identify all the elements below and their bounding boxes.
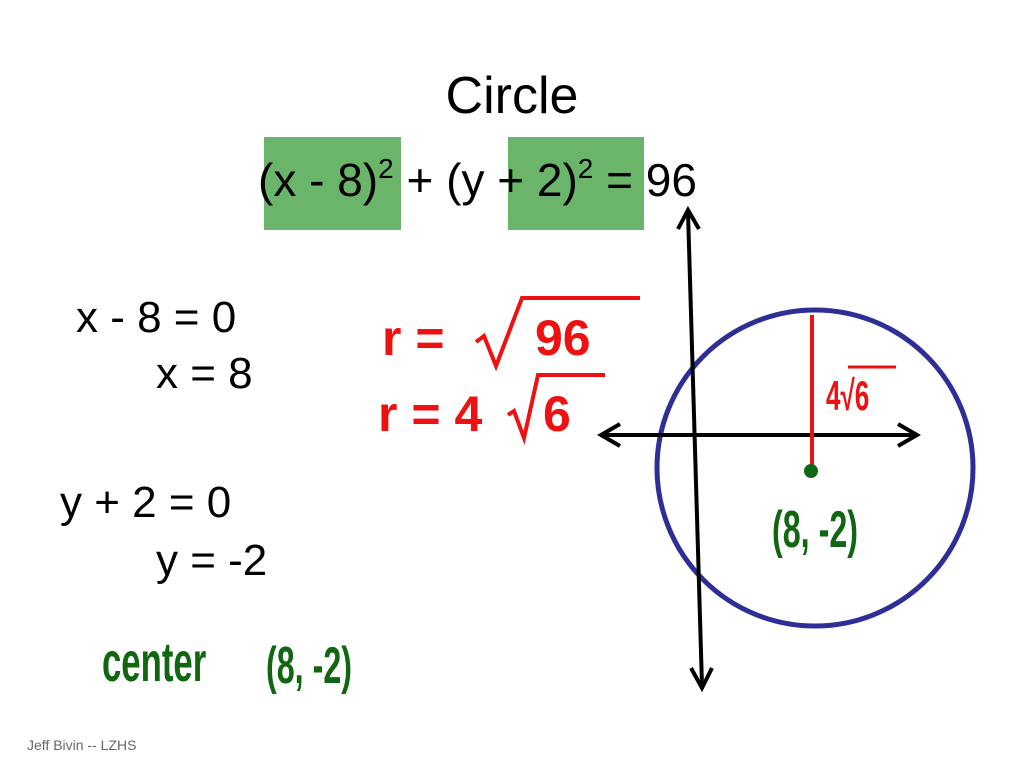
step-y-equation: y + 2 = 0 [60,478,232,527]
equation-y-exponent: 2 [577,153,594,184]
equation-rhs: = 96 [593,154,697,206]
center-value-text: (8, -2) [266,637,352,695]
radius-line-2-prefix: r = 4 [378,386,483,442]
center-value: (8, -2) [266,636,405,696]
radical-sign-6 [506,373,605,446]
y-axis-arrow-top [676,205,701,231]
equation-y-term: y + 2) [461,154,578,206]
center-point [804,464,818,478]
step-y-solution: y = -2 [156,536,268,585]
highlight-x-term [264,137,401,230]
equation-x-term: (x - 8) [258,154,379,206]
slide-title: Circle [445,67,579,125]
radius-label: 4√6 [826,373,896,419]
highlight-y-term [508,137,644,230]
y-axis-arrow-bottom [689,667,714,693]
center-point-label: (8, -2) [772,500,911,560]
x-axis-arrow-right [896,422,921,448]
radius-line-1-radicand: 96 [535,310,591,366]
center-label: center [102,632,270,692]
circle-shape [654,307,976,629]
equation-x-exponent: 2 [378,153,394,184]
footer-credit: Jeff Bivin -- LZHS [27,737,137,753]
radius-line-1-prefix: r = [382,310,445,366]
radius-label-text: 4√6 [826,372,870,419]
y-axis [686,211,704,687]
center-point-label-text: (8, -2) [772,501,858,559]
circle-equation: (x - 8)2 + (y + 2)2 = 96 [258,152,697,208]
step-x-equation: x - 8 = 0 [76,293,237,342]
radius-line-2-radicand: 6 [543,386,571,442]
radius-line-1: r = [382,310,445,366]
center-label-text: center [102,630,207,693]
radius-line-2: r = 4 [378,386,482,442]
radical-sign-96 [474,296,640,372]
equation-plus: + ( [393,154,462,206]
step-x-solution: x = 8 [156,349,253,398]
x-axis-arrow-left [597,422,622,448]
